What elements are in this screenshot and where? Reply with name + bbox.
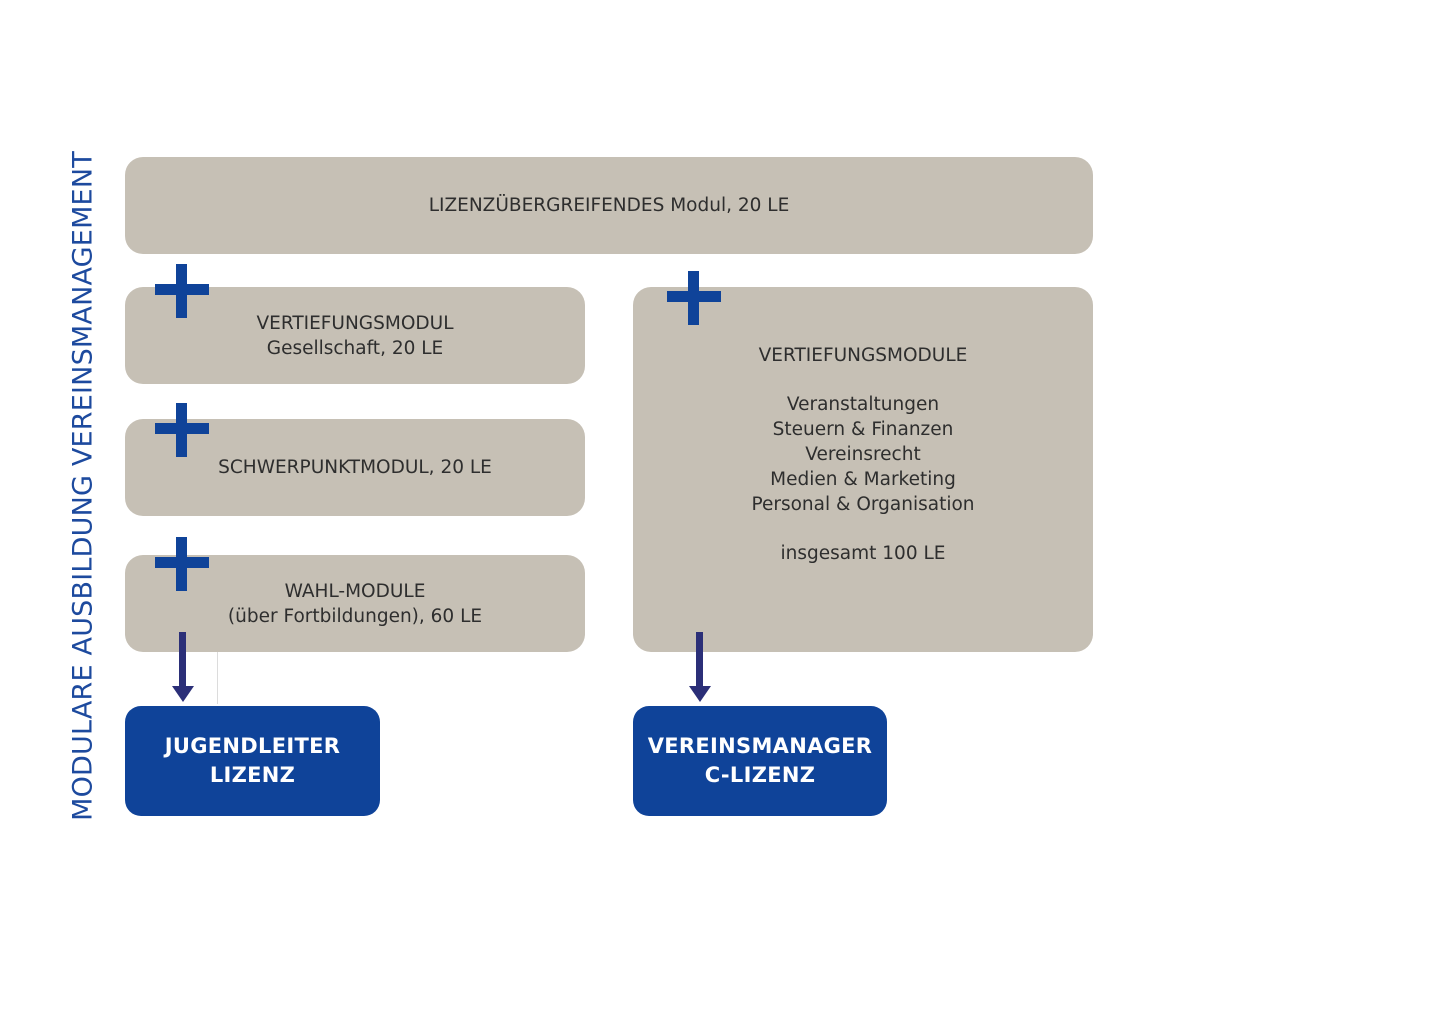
module-item: Personal & Organisation	[751, 494, 975, 515]
module-vertiefungsmodul-gesellschaft: VERTIEFUNGSMODUL Gesellschaft, 20 LE	[125, 287, 585, 384]
module-wahl-module-subtitle: (über Fortbildungen), 60 LE	[227, 605, 483, 627]
plus-icon	[155, 264, 209, 318]
licence-jugendleiter-line1: JUGENDLEITER	[164, 734, 341, 758]
arrow-down-icon	[689, 632, 711, 702]
module-wahl-module-title: WAHL-MODULE	[284, 580, 426, 602]
plus-icon	[667, 271, 721, 325]
module-schwerpunktmodul: SCHWERPUNKTMODUL, 20 LE	[125, 419, 585, 516]
diagram-title: MODULARE AUSBILDUNG VEREINSMANAGEMENT	[67, 151, 99, 821]
licence-vereinsmanager-line1: VEREINSMANAGER	[647, 734, 873, 758]
plus-icon	[155, 537, 209, 591]
module-schwerpunktmodul-label: SCHWERPUNKTMODUL, 20 LE	[218, 457, 492, 478]
licence-jugendleiter: JUGENDLEITER LIZENZ	[125, 706, 380, 816]
module-item: Veranstaltungen	[786, 394, 940, 415]
module-vertiefungsmodule-total: insgesamt 100 LE	[780, 543, 946, 564]
module-wahl-module: WAHL-MODULE (über Fortbildungen), 60 LE	[125, 555, 585, 652]
licence-jugendleiter-line2: LIZENZ	[209, 763, 296, 787]
plus-icon	[155, 403, 209, 457]
connector-line	[217, 652, 218, 704]
arrow-down-icon	[172, 632, 194, 702]
module-vertiefungsmodule: VERTIEFUNGSMODULE Veranstaltungen Steuer…	[633, 287, 1093, 652]
licence-vereinsmanager-line2: C-LIZENZ	[704, 763, 816, 787]
module-lizenzuebergreifend-label: LIZENZÜBERGREIFENDES Modul, 20 LE	[428, 195, 790, 216]
module-item: Medien & Marketing	[770, 469, 956, 490]
module-vertiefungsmodul-title: VERTIEFUNGSMODUL	[256, 312, 454, 334]
module-vertiefungsmodul-subtitle: Gesellschaft, 20 LE	[266, 337, 444, 359]
licence-vereinsmanager: VEREINSMANAGER C-LIZENZ	[633, 706, 887, 816]
module-item: Steuern & Finanzen	[772, 419, 954, 440]
module-lizenzuebergreifend: LIZENZÜBERGREIFENDES Modul, 20 LE	[125, 157, 1093, 254]
module-item: Vereinsrecht	[805, 444, 921, 465]
module-vertiefungsmodule-title: VERTIEFUNGSMODULE	[758, 345, 968, 366]
